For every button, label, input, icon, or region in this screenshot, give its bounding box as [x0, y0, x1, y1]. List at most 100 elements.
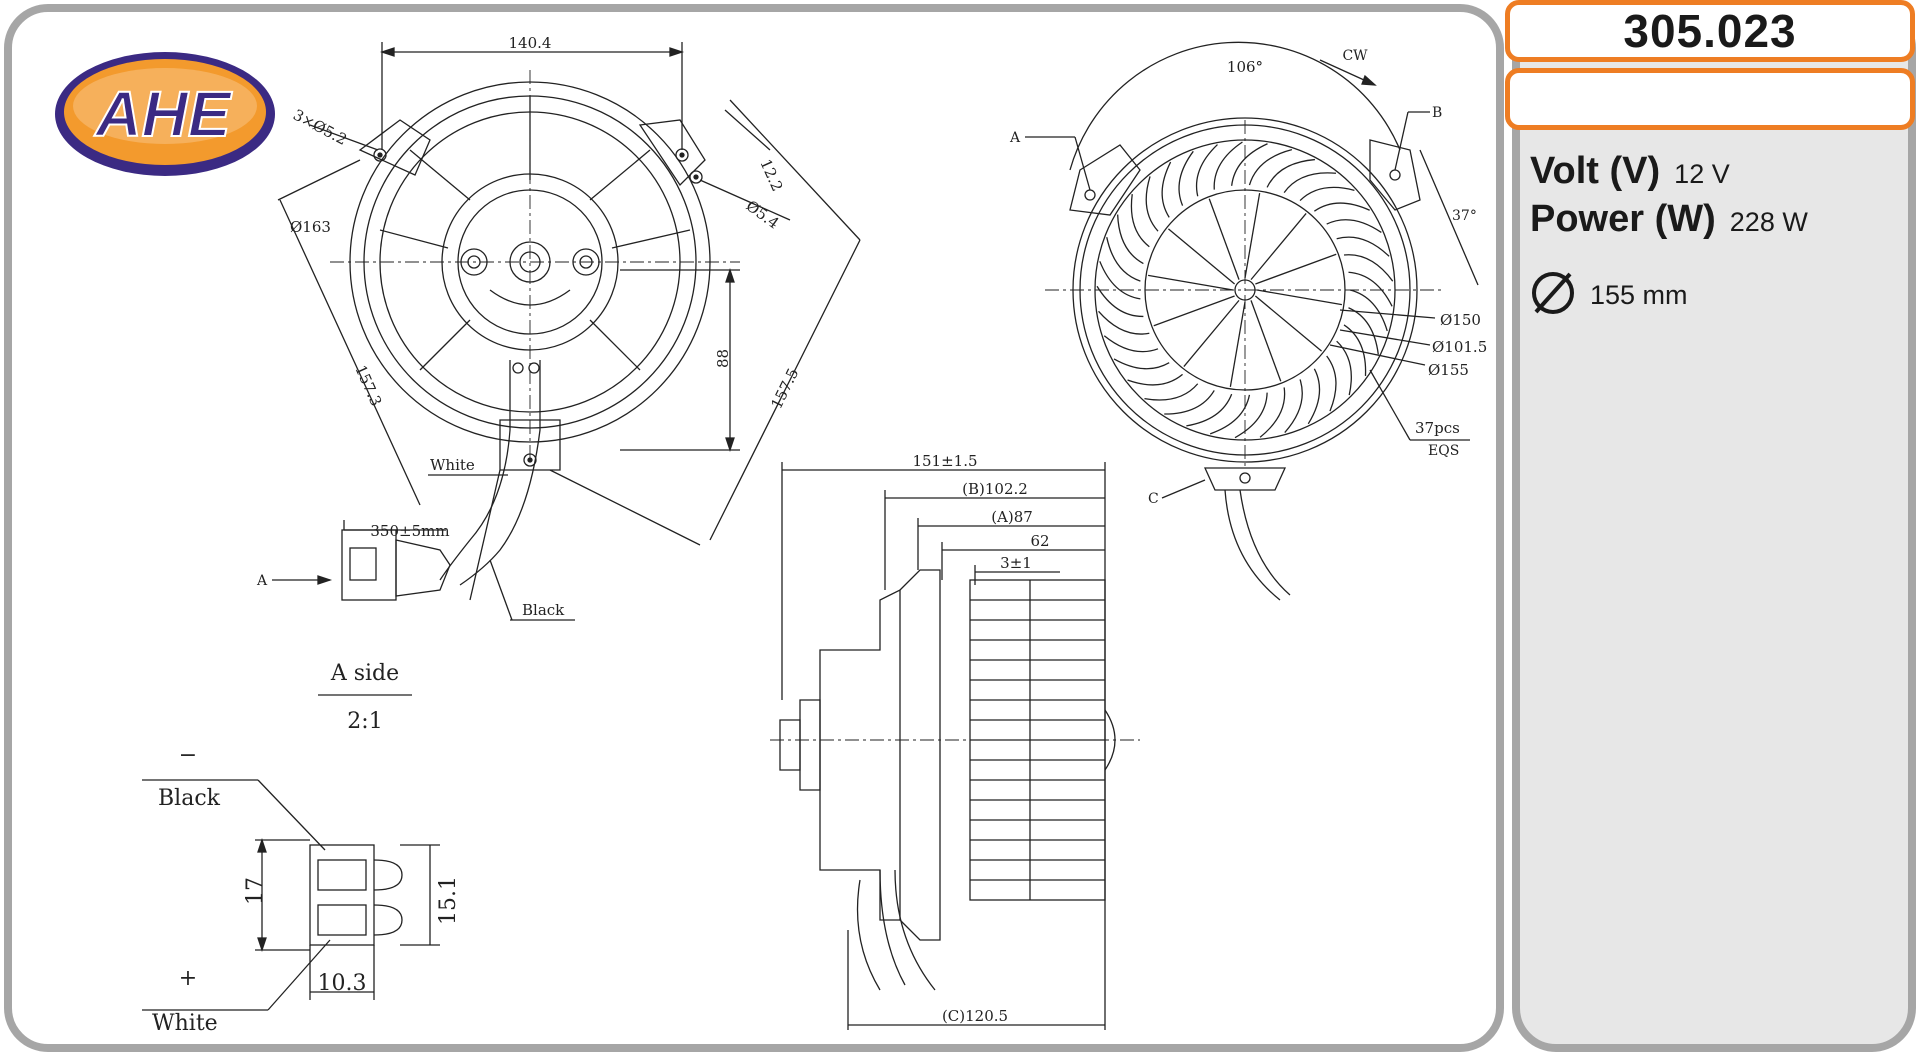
hub-rib	[1183, 299, 1240, 368]
fan-blade	[1336, 340, 1352, 396]
hub-rib	[1153, 295, 1235, 327]
fan-blade	[1186, 393, 1233, 427]
hub-rib	[1208, 198, 1240, 280]
blade-eqs: EQS	[1428, 443, 1459, 459]
dim-140-4: 140.4	[509, 34, 552, 52]
dim-b-102: (B)102.2	[962, 480, 1028, 498]
impeller-blades	[970, 599, 1105, 881]
fan-blade	[1307, 368, 1321, 425]
label-b: B	[1432, 105, 1442, 121]
fan-blade	[1336, 236, 1390, 257]
dim-62: 62	[1030, 532, 1049, 550]
hub-rib	[1254, 295, 1323, 352]
side-view: 151±1.5 (B)102.2 (A)87 62 3±1	[770, 452, 1140, 1030]
a-side-text: A side	[330, 661, 399, 686]
fan-blade	[1178, 150, 1194, 206]
diameter-value: 155 mm	[1590, 280, 1688, 310]
angle-106: 106°	[1227, 58, 1263, 76]
fan-blade	[1103, 335, 1159, 353]
conn-dim-15-1: 15.1	[436, 876, 461, 925]
wire-black-label: Black	[522, 601, 565, 619]
dim-dia-5-4: Ø5.4	[743, 197, 783, 233]
part-number: 305.023	[1623, 5, 1797, 57]
hub-rib	[1255, 253, 1337, 285]
dim-dia-101-5: Ø101.5	[1432, 338, 1487, 356]
fan-blade	[1231, 143, 1268, 186]
dim-c-120: (C)120.5	[942, 1007, 1008, 1025]
fan-blade	[1349, 289, 1388, 332]
fan-blade	[1248, 148, 1293, 186]
drawing-panel	[4, 4, 1504, 1052]
fan-blade	[1113, 358, 1170, 370]
fan-blade	[1299, 186, 1355, 202]
fan-blade	[1195, 144, 1218, 197]
part-number-box: 305.023	[1505, 0, 1915, 62]
diameter-row: 155 mm	[1530, 270, 1688, 321]
fan-blade	[1326, 219, 1382, 234]
conn-black-label: Black	[158, 786, 221, 811]
hub-rib	[1256, 289, 1343, 306]
conn-dim-17: 17	[243, 877, 268, 905]
spec-panel	[1512, 4, 1916, 1052]
fan-blade	[1099, 261, 1141, 300]
power-label: Power (W)	[1530, 198, 1716, 240]
dim-dia-163: Ø163	[290, 218, 331, 236]
hub-rib	[1147, 274, 1234, 291]
label-a: A	[1009, 130, 1021, 146]
label-c: C	[1148, 491, 1159, 507]
fan-blades	[1096, 141, 1394, 439]
dim-12-2: 12.2	[756, 156, 786, 194]
blade-count: 37pcs	[1415, 419, 1460, 437]
ahe-logo: AHE	[55, 52, 275, 176]
diameter-icon	[1530, 270, 1576, 321]
dim-cable-length: 350±5mm	[370, 522, 449, 540]
fan-blade	[1213, 141, 1243, 190]
volt-label: Volt (V)	[1530, 150, 1661, 192]
fan-blade	[1348, 271, 1393, 307]
dim-157-3: 157.3	[351, 362, 385, 409]
dim-dia-150: Ø150	[1440, 311, 1481, 329]
fan-blade	[1098, 310, 1150, 335]
dim-a-87: (A)87	[991, 508, 1033, 526]
cw-label: CW	[1342, 48, 1368, 64]
hub-rib	[1167, 228, 1236, 285]
fan-blade	[1161, 161, 1172, 218]
fan-blade	[1209, 394, 1251, 435]
fan-blade	[1106, 237, 1141, 282]
front-view: 140.4	[256, 34, 861, 621]
scale-text: 2:1	[347, 709, 382, 734]
conn-minus: −	[179, 743, 197, 768]
secondary-box	[1505, 68, 1915, 130]
hub-rib	[1244, 192, 1261, 279]
fan-blade	[1259, 387, 1286, 438]
fan-blade	[1234, 392, 1268, 439]
conn-plus: +	[179, 966, 197, 991]
fan-blade	[1348, 307, 1379, 355]
fan-blade	[1343, 324, 1367, 376]
hub-rib	[1250, 212, 1307, 281]
fan-blade	[1343, 254, 1394, 282]
connector-a-marker: A	[256, 573, 268, 589]
hub-rib	[1229, 301, 1246, 388]
wire-white-label: White	[430, 456, 475, 474]
fan-blade	[1266, 158, 1316, 188]
fan-blade	[1313, 202, 1370, 212]
rear-view: 106° CW A B C 37° Ø150 Ø101.5 Ø155 37pc	[1009, 41, 1487, 601]
dim-157-5: 157.5	[767, 365, 802, 411]
fan-blade	[1326, 355, 1337, 412]
volt-value: 12 V	[1674, 159, 1730, 189]
volt-row: Volt (V) 12 V	[1530, 150, 1730, 193]
dim-holes: 3×Ø5.2	[290, 106, 350, 149]
fan-blade	[1130, 194, 1150, 248]
dim-dia-155: Ø155	[1428, 361, 1469, 379]
dim-88: 88	[714, 349, 732, 368]
logo-text: AHE	[93, 78, 232, 150]
conn-dim-10-3: 10.3	[318, 971, 367, 996]
dim-3: 3±1	[1000, 554, 1032, 572]
fan-blade	[1284, 379, 1303, 433]
angle-37: 37°	[1452, 208, 1477, 224]
fan-blade	[1145, 176, 1159, 232]
conn-white-label: White	[152, 1011, 218, 1036]
hub-rib	[1250, 300, 1282, 382]
fan-blade	[1164, 390, 1215, 415]
